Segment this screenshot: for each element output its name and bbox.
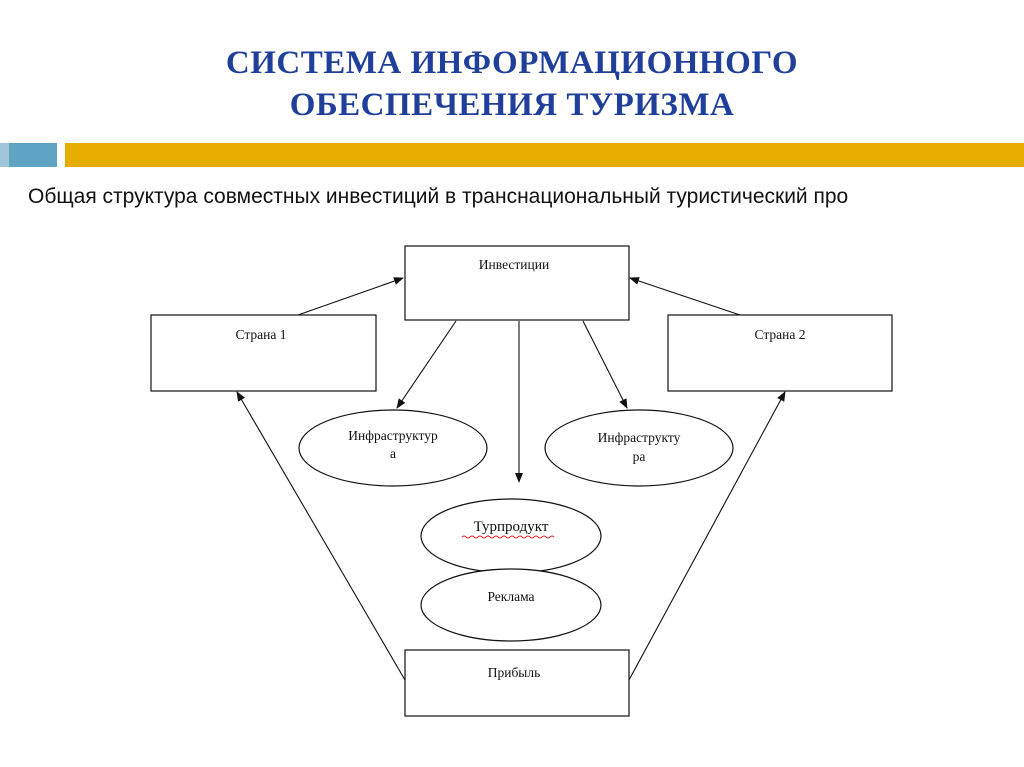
title-divider-gold xyxy=(65,143,1024,167)
arrow-country2-to-investments xyxy=(629,277,741,316)
slide-title-line-2: ОБЕСПЕЧЕНИЯ ТУРИЗМА xyxy=(289,87,735,123)
country-1-label: Страна 1 xyxy=(236,327,287,342)
infrastructure-left-label-line-2: а xyxy=(390,446,396,461)
infrastructure-right-label-line-1: Инфраструкту xyxy=(598,430,681,445)
title-divider-light-blue xyxy=(0,143,9,167)
slide-title-line-1: СИСТЕМА ИНФОРМАЦИОННОГО xyxy=(225,45,799,81)
profit-label: Прибыль xyxy=(488,665,541,680)
investments-label: Инвестиции xyxy=(479,257,549,272)
investments-box xyxy=(404,245,630,321)
infrastructure-right-label-line-2: ра xyxy=(633,449,646,464)
profit-box xyxy=(404,649,630,717)
country-2-box xyxy=(667,314,893,392)
country-2-label: Страна 2 xyxy=(755,327,806,342)
spellcheck-underline xyxy=(461,535,555,539)
title-divider-blue xyxy=(9,143,57,167)
arrow-investments-to-infrastructure-right xyxy=(582,320,628,409)
arrow-profit-to-country1 xyxy=(236,391,406,681)
advertising-label: Реклама xyxy=(487,589,534,604)
country-1-box xyxy=(150,314,377,392)
tourproduct-label: Турпродукт xyxy=(474,519,549,535)
arrow-profit-to-country2 xyxy=(628,391,786,681)
infrastructure-left-ellipse xyxy=(298,409,488,487)
title-divider-gap xyxy=(57,143,65,167)
infrastructure-left-label-line-1: Инфраструктур xyxy=(348,428,438,443)
advertising-ellipse xyxy=(420,568,602,642)
arrow-investments-to-infrastructure-left xyxy=(396,320,457,409)
slide-title: СИСТЕМА ИНФОРМАЦИОННОГО ОБЕСПЕЧЕНИЯ ТУРИ… xyxy=(0,42,1024,126)
arrow-country1-to-investments xyxy=(297,277,404,316)
slide-subtitle: Общая структура совместных инвестиций в … xyxy=(28,185,849,208)
infrastructure-right-ellipse xyxy=(544,409,734,487)
